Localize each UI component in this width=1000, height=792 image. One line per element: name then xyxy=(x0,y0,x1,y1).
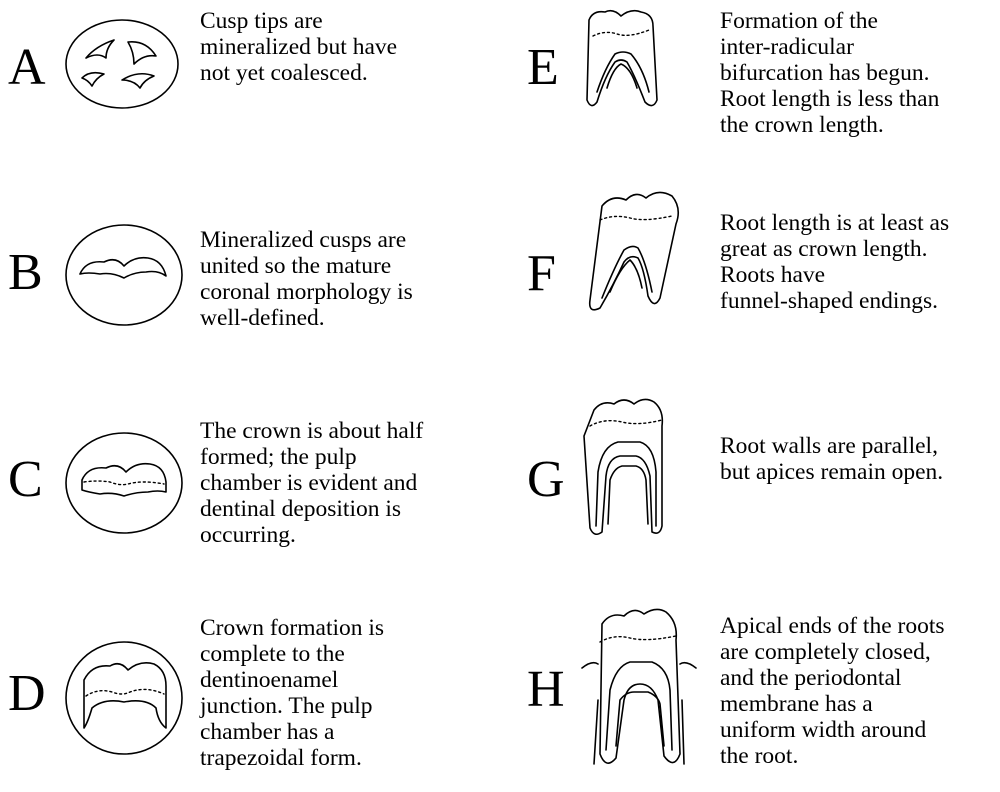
stage-letter: D xyxy=(8,665,46,722)
tooth-stage-h-illustration xyxy=(581,608,697,765)
stage-description: Formation of the inter-radicular bifurca… xyxy=(720,8,940,138)
stage-description: Root walls are parallel, but apices rema… xyxy=(720,433,944,485)
stage-letter: A xyxy=(8,39,46,96)
stage-description: Cusp tips are mineralized but have not y… xyxy=(200,8,398,86)
stage-letter: F xyxy=(527,245,556,302)
stage-description: Apical ends of the roots are completely … xyxy=(720,613,945,769)
stage-letter: E xyxy=(527,39,559,96)
tooth-stage-d-illustration xyxy=(65,641,183,755)
tooth-stage-f-illustration xyxy=(588,191,680,311)
tooth-stage-g-illustration xyxy=(583,398,664,536)
tooth-stage-e-illustration xyxy=(586,9,658,107)
stage-description: Crown formation is complete to the denti… xyxy=(200,615,385,771)
tooth-stage-c-illustration xyxy=(65,432,183,534)
stage-description: Root length is at least as great as crow… xyxy=(720,210,950,314)
stage-letter: G xyxy=(527,451,565,508)
stage-letter: H xyxy=(527,661,565,718)
stage-description: Mineralized cusps are united so the matu… xyxy=(200,227,413,331)
stage-description: The crown is about half formed; the pulp… xyxy=(200,418,424,548)
tooth-stage-b-illustration xyxy=(65,224,183,326)
tooth-stage-a-illustration xyxy=(65,19,179,109)
stage-letter: C xyxy=(8,451,43,508)
stage-letter: B xyxy=(8,244,43,301)
